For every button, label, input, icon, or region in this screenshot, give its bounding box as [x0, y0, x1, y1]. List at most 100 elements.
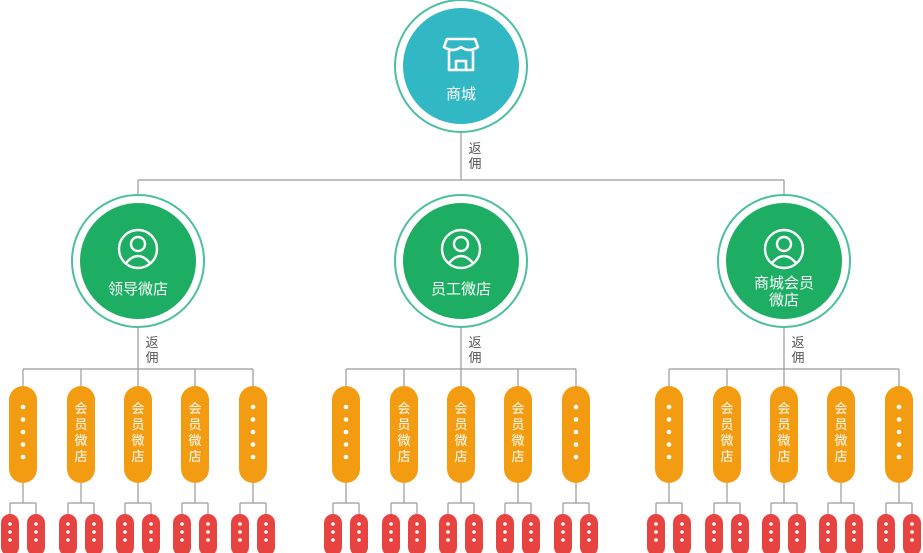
- member-shop-label: 会员微店: [74, 402, 88, 465]
- user-icon-head: [129, 235, 147, 253]
- member-shop-node: [390, 386, 418, 483]
- dot: [573, 417, 579, 422]
- member-shop-node: [827, 386, 855, 483]
- dot: [738, 530, 742, 534]
- dot: [389, 530, 393, 534]
- dot: [20, 454, 26, 460]
- dot: [34, 522, 38, 526]
- dot: [206, 530, 210, 534]
- dots-icon: [712, 522, 716, 542]
- dot: [92, 522, 96, 526]
- dot: [34, 530, 38, 534]
- dot: [654, 530, 658, 534]
- member-shop-label: 会员微店: [454, 402, 468, 465]
- dot: [712, 522, 716, 526]
- dots-icon: [92, 522, 96, 542]
- dot: [415, 538, 419, 542]
- user-icon: [117, 228, 159, 270]
- dot: [446, 538, 450, 542]
- member-shop-label: 会员微店: [131, 402, 145, 465]
- store-icon-body: [447, 51, 475, 72]
- member-shop-label: 会员微店: [720, 402, 734, 465]
- dot: [666, 429, 672, 435]
- dot: [680, 538, 684, 542]
- user-icon-ring: [117, 228, 159, 270]
- dot: [573, 429, 579, 435]
- dot: [20, 417, 26, 422]
- dot: [343, 442, 349, 447]
- dot: [206, 522, 210, 526]
- dot: [573, 454, 579, 460]
- edge-label-rebate: 返佣: [468, 336, 482, 366]
- dot: [66, 530, 70, 534]
- dot: [587, 538, 591, 542]
- dot: [654, 538, 658, 542]
- dot: [896, 429, 902, 435]
- dots-icon: [66, 522, 70, 542]
- dots-icon: [446, 522, 450, 542]
- edge-label-rebate: 返佣: [145, 336, 159, 366]
- dots-icon: [826, 522, 830, 542]
- dots-icon: [587, 522, 591, 542]
- dots-icon: [389, 522, 393, 542]
- dot: [8, 530, 12, 534]
- dot: [712, 530, 716, 534]
- dot: [910, 522, 914, 526]
- dot: [357, 538, 361, 542]
- dot: [264, 522, 268, 526]
- member-shop-node: [770, 386, 798, 483]
- dot: [795, 538, 799, 542]
- dot: [738, 522, 742, 526]
- user-icon: [763, 228, 805, 270]
- dot: [884, 522, 888, 526]
- dot: [503, 522, 507, 526]
- dot: [446, 530, 450, 534]
- member-shop-node: [124, 386, 152, 483]
- dot: [896, 417, 902, 422]
- dot: [561, 538, 565, 542]
- dot: [769, 530, 773, 534]
- dot: [529, 538, 533, 542]
- dots-icon: [666, 404, 672, 460]
- dot: [149, 530, 153, 534]
- dot: [250, 442, 256, 447]
- dot: [343, 454, 349, 460]
- dot: [561, 530, 565, 534]
- dot: [180, 530, 184, 534]
- dots-icon: [8, 522, 12, 542]
- dot: [587, 522, 591, 526]
- dots-icon: [357, 522, 361, 542]
- user-icon-ring: [763, 228, 805, 270]
- member-shop-node: [9, 386, 37, 483]
- dot: [852, 538, 856, 542]
- dots-icon: [180, 522, 184, 542]
- dot: [910, 538, 914, 542]
- member-shop-label: 会员微店: [188, 402, 202, 465]
- dot: [20, 442, 26, 447]
- user-icon-body: [771, 254, 797, 264]
- user-icon-head: [452, 235, 470, 253]
- dot: [587, 530, 591, 534]
- dot: [149, 538, 153, 542]
- dots-icon: [123, 522, 127, 542]
- dot: [573, 442, 579, 447]
- branch-node-label: 领导微店: [107, 280, 168, 298]
- dot: [238, 538, 242, 542]
- dots-icon: [529, 522, 533, 542]
- store-icon-awning: [442, 37, 480, 52]
- dot: [738, 538, 742, 542]
- member-shop-node: [885, 386, 913, 483]
- dot: [250, 429, 256, 435]
- dots-icon: [149, 522, 153, 542]
- dots-icon: [654, 522, 658, 542]
- dot: [238, 522, 242, 526]
- dot: [357, 530, 361, 534]
- member-shop-label: 会员微店: [834, 402, 848, 465]
- dots-icon: [910, 522, 914, 542]
- member-shop-node: [181, 386, 209, 483]
- member-shop-node: [655, 386, 683, 483]
- dot: [896, 442, 902, 447]
- dot: [206, 538, 210, 542]
- dot: [896, 454, 902, 460]
